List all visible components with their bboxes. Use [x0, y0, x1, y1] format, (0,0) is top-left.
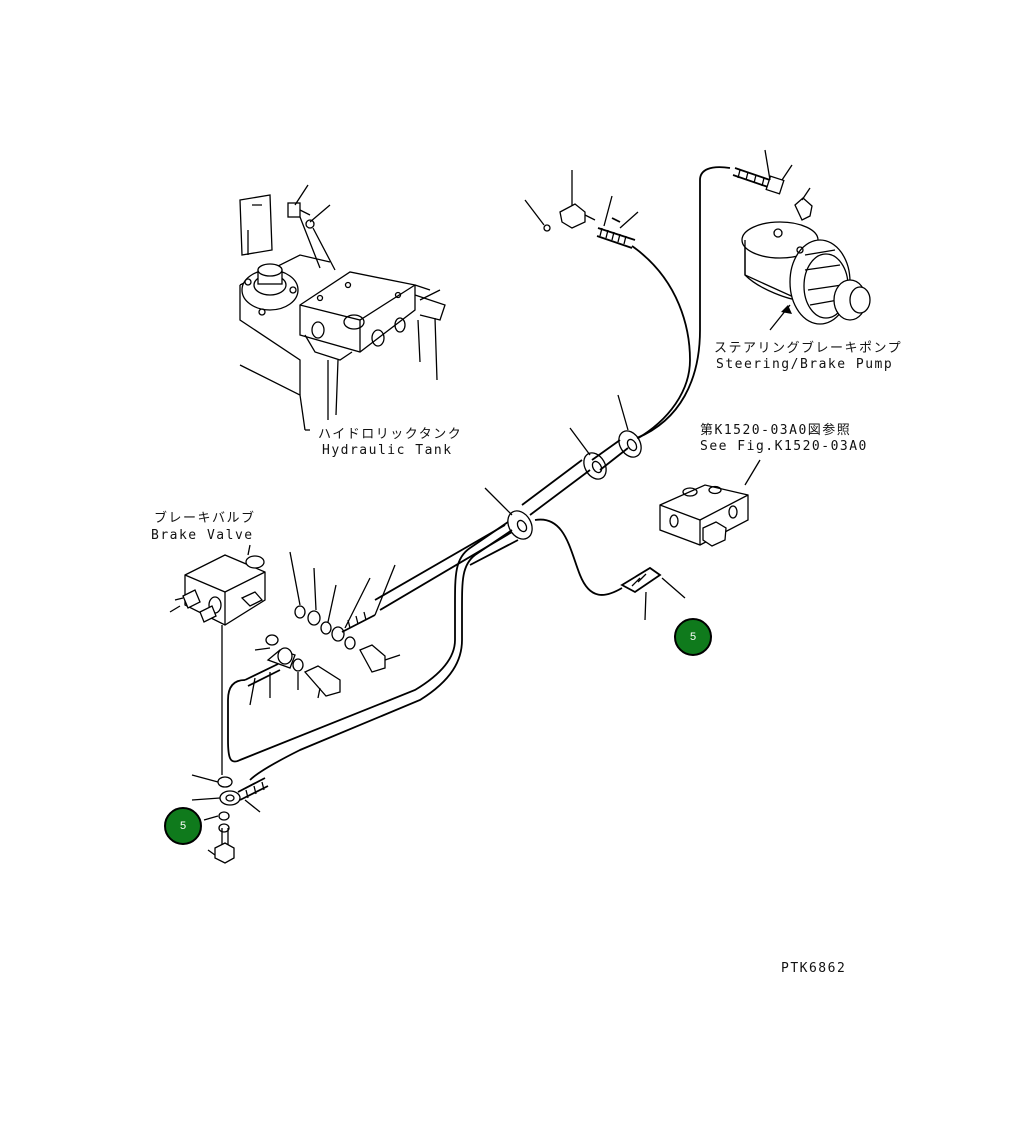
reference-label-en: See Fig.K1520-03A0: [700, 439, 868, 454]
reference-label-jp: 第K1520-03A0図参照: [700, 423, 852, 438]
steering-brake-pump-drawing: [732, 149, 871, 331]
brake-line-drawing: [227, 487, 623, 781]
hydraulic-tank-label-jp: ハイドロリックタンク: [318, 427, 463, 442]
steering-brake-pump-label-jp: ステアリングブレーキポンプ: [714, 341, 903, 356]
drawing-code: PTK6862: [781, 961, 847, 976]
brake-valve-label-en: Brake Valve: [151, 528, 254, 543]
fittings-drawing: [191, 551, 401, 864]
brake-valve-drawing: [169, 544, 296, 775]
steering-brake-pump-label-en: Steering/Brake Pump: [716, 357, 894, 372]
callout-5-brake-valve-line[interactable]: 5: [164, 807, 202, 845]
hydraulic-tank-drawing: [239, 184, 446, 431]
callout-5-reference-line[interactable]: 5: [674, 618, 712, 656]
upper-hose-drawing: [521, 166, 731, 516]
hydraulic-tank-label-en: Hydraulic Tank: [322, 443, 453, 458]
brake-valve-label-jp: ブレーキバルブ: [154, 511, 256, 526]
reference-block-drawing: [620, 459, 761, 621]
